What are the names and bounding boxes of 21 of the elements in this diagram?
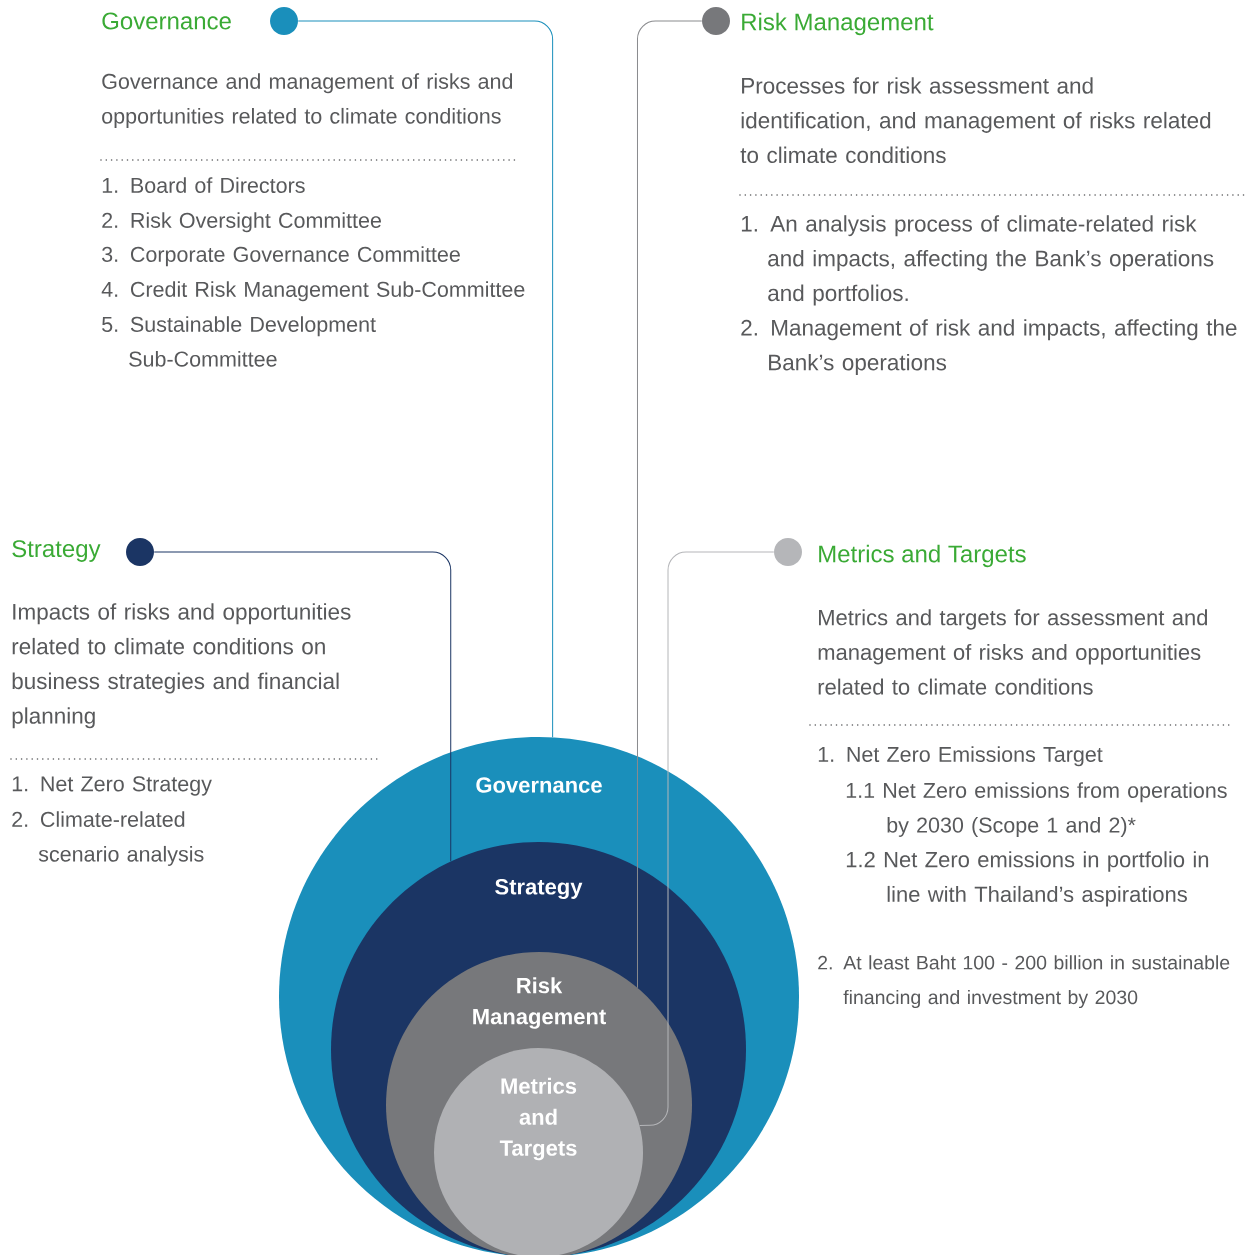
list-item: 3. Corporate Governance Committee [102,246,460,267]
section-heading: Metrics and Targets [819,544,1026,568]
list-item: 5. Sustainable Development Sub-Committee [102,316,376,367]
leader-line [637,20,703,989]
list-item: 1. Net Zero Emissions Target [818,746,1103,767]
list-item: 2. Risk Oversight Committee [102,212,381,233]
list-item: 1.1 Net Zero emissions from operations by 2030 (Scope 1 and 2)* [846,782,1227,837]
list-item: 2. Management of risk and impacts, affecting the Bank’s operations [741,319,1237,375]
list-item: 1. Net Zero Strategy [12,776,212,796]
section-heading: Risk Management [742,12,934,36]
leader-line [153,551,452,862]
section-heading: Governance [102,12,231,30]
list-item: 1. An analysis process of climate-related risk and impacts, affecting the Bank’s operations and portfolios. [741,215,1214,306]
list-item: 4. Credit Risk Management Sub-Committee [101,281,525,302]
list-item: 2. At least Baht 100 - 200 billion in sustainable financing and investment by 2030 [818,955,1230,1009]
leader-line [297,20,554,738]
list-item: 1. Board of Directors [102,177,305,193]
section-heading: Strategy [12,540,101,562]
list-item: 1.2 Net Zero emissions in portfolio in line with Thailand’s aspirations [846,851,1209,907]
leader-line [639,551,775,1126]
list-item: 2. Climate-related scenario analysis [12,811,204,866]
